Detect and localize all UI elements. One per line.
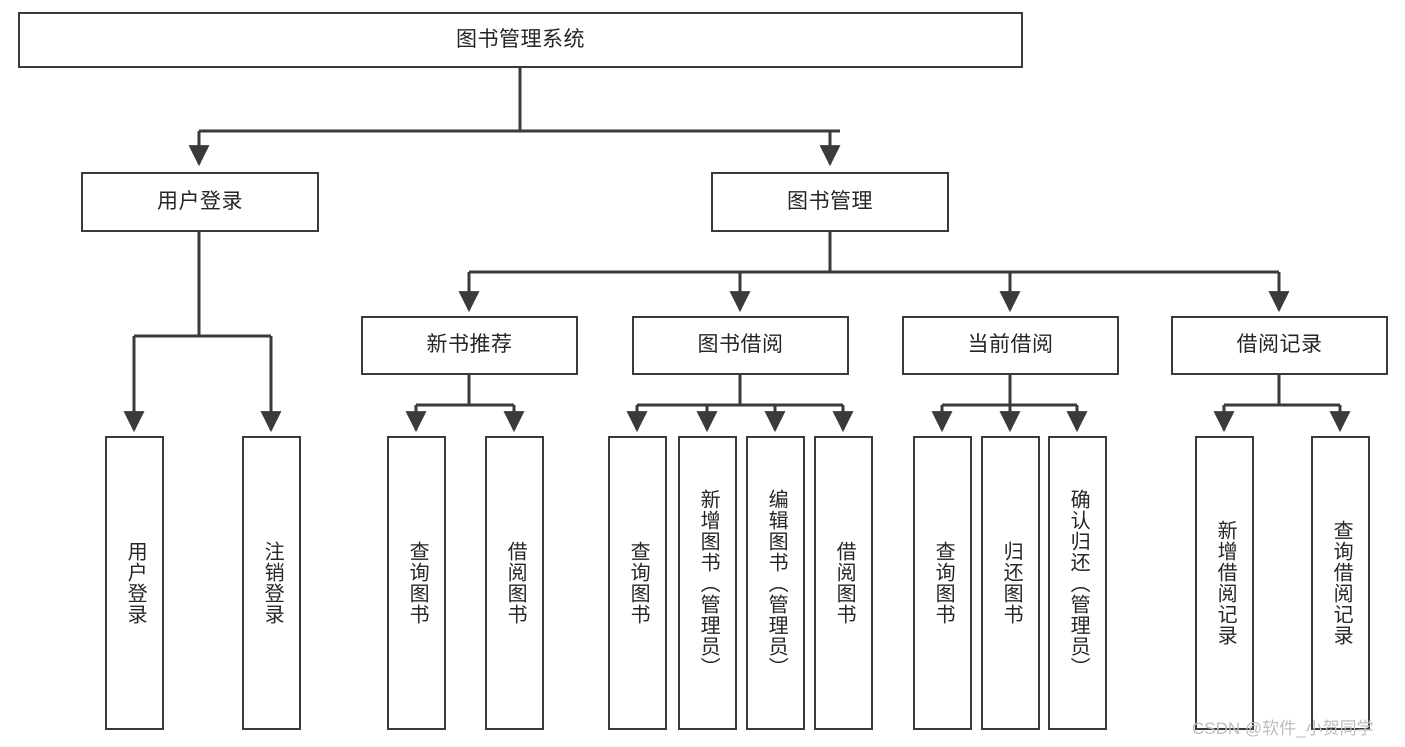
node-borrow-record[interactable]: 借阅记录 xyxy=(1171,316,1388,375)
node-new-book-recommend[interactable]: 新书推荐 xyxy=(361,316,578,375)
node-label: 新增借阅记录 xyxy=(1214,520,1237,646)
node-label: 新书推荐 xyxy=(426,333,513,357)
leaf-record-add-record[interactable]: 新增借阅记录 xyxy=(1195,436,1254,730)
node-root-system[interactable]: 图书管理系统 xyxy=(18,12,1023,68)
leaf-borrow-borrow-book[interactable]: 借阅图书 xyxy=(814,436,873,730)
leaf-current-query-book[interactable]: 查询图书 xyxy=(913,436,972,730)
leaf-recommend-borrow-book[interactable]: 借阅图书 xyxy=(485,436,544,730)
node-current-borrow[interactable]: 当前借阅 xyxy=(902,316,1119,375)
node-book-borrow[interactable]: 图书借阅 xyxy=(632,316,849,375)
leaf-record-query-record[interactable]: 查询借阅记录 xyxy=(1311,436,1370,730)
node-label: 当前借阅 xyxy=(967,333,1054,357)
node-user-login[interactable]: 用户登录 xyxy=(81,172,319,232)
leaf-borrow-query-book[interactable]: 查询图书 xyxy=(608,436,667,730)
node-book-management[interactable]: 图书管理 xyxy=(711,172,949,232)
leaf-borrow-add-book-admin[interactable]: 新增图书（管理员） xyxy=(678,436,737,730)
leaf-user-login-logout[interactable]: 注销登录 xyxy=(242,436,301,730)
node-label: 借阅图书 xyxy=(833,541,856,625)
node-label: 图书借阅 xyxy=(697,333,784,357)
node-label: 查询图书 xyxy=(627,541,650,625)
node-label: 借阅图书 xyxy=(504,541,527,625)
leaf-user-login-login[interactable]: 用户登录 xyxy=(105,436,164,730)
node-label: 注销登录 xyxy=(261,541,284,625)
node-label: 用户登录 xyxy=(157,189,243,213)
node-label: 借阅记录 xyxy=(1236,333,1323,357)
node-label: 确认归还（管理员） xyxy=(1067,488,1090,678)
node-label: 用户登录 xyxy=(124,541,147,625)
node-label: 查询借阅记录 xyxy=(1330,520,1353,646)
node-label: 图书管理系统 xyxy=(456,27,585,51)
csdn-watermark: CSDN @软件_小贺同学 xyxy=(1192,719,1374,738)
node-label: 新增图书（管理员） xyxy=(697,488,720,678)
node-label: 图书管理 xyxy=(787,189,873,213)
leaf-current-confirm-return-admin[interactable]: 确认归还（管理员） xyxy=(1048,436,1107,730)
leaf-borrow-edit-book-admin[interactable]: 编辑图书（管理员） xyxy=(746,436,805,730)
leaf-current-return-book[interactable]: 归还图书 xyxy=(981,436,1040,730)
node-label: 归还图书 xyxy=(1000,541,1023,625)
node-label: 查询图书 xyxy=(932,541,955,625)
node-label: 编辑图书（管理员） xyxy=(765,488,788,678)
node-label: 查询图书 xyxy=(406,541,429,625)
leaf-recommend-query-book[interactable]: 查询图书 xyxy=(387,436,446,730)
